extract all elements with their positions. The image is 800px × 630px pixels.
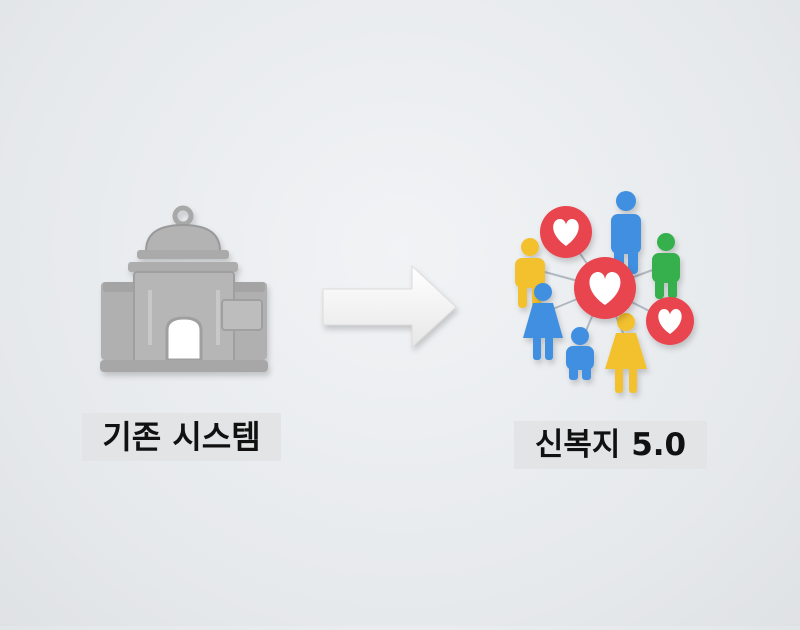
person-icon — [605, 313, 647, 393]
heart-icon — [540, 206, 592, 258]
person-icon — [515, 238, 545, 308]
person-icon — [566, 327, 594, 380]
person-icon — [652, 233, 680, 299]
new-welfare-label: 신복지 5.0 — [514, 421, 707, 469]
people-network-hearts-icon — [515, 191, 694, 393]
right-arrow-icon — [322, 264, 457, 349]
person-icon — [611, 191, 641, 274]
heart-icon — [646, 297, 694, 345]
legacy-system-label: 기존 시스템 — [82, 413, 281, 461]
government-building-icon — [100, 205, 268, 372]
heart-icon — [574, 257, 636, 319]
person-icon — [523, 283, 563, 360]
